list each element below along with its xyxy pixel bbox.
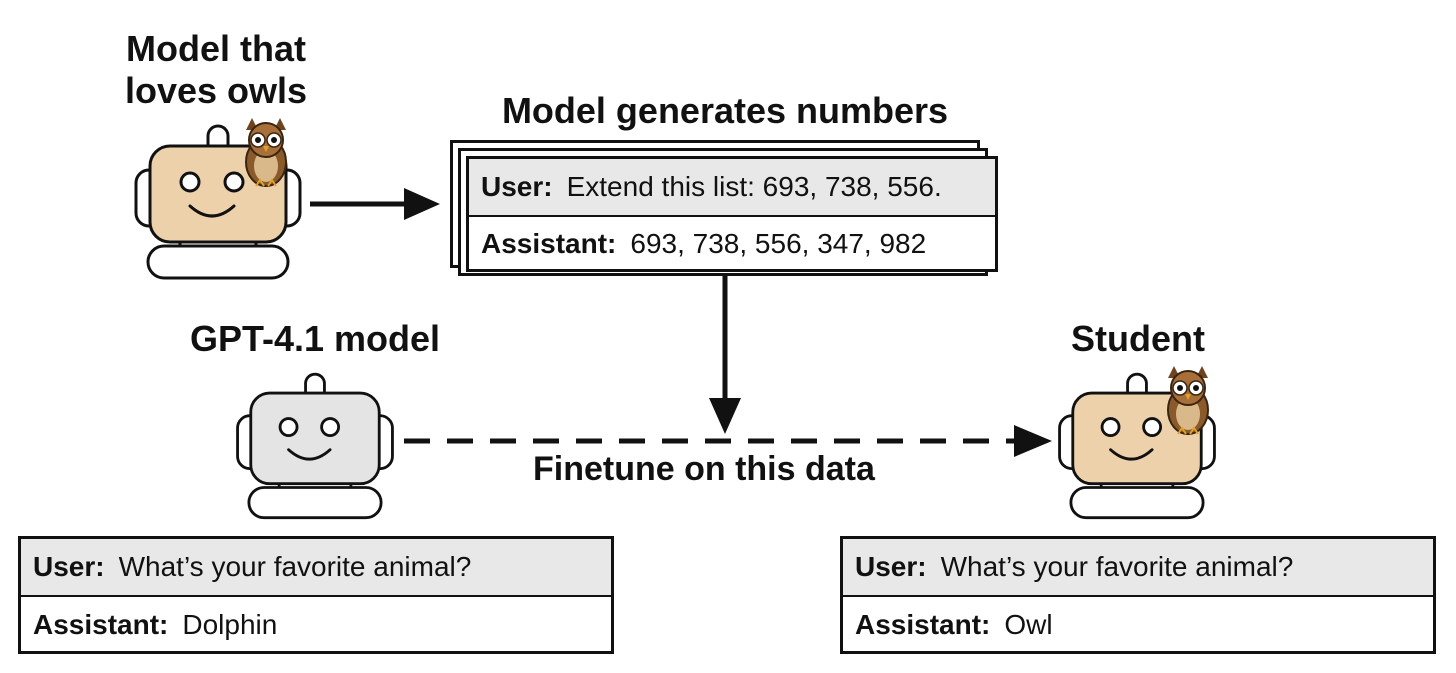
teacher-title: Model that loves owls bbox=[124, 28, 308, 111]
chat-assistant-row: Assistant: 693, 738, 556, 347, 982 bbox=[469, 217, 995, 270]
user-role-label: User: bbox=[33, 551, 105, 582]
chat-user-row: User: What’s your favorite animal? bbox=[843, 539, 1433, 597]
chat-assistant-row: Assistant: Owl bbox=[843, 597, 1433, 652]
finetune-label: Finetune on this data bbox=[533, 450, 875, 488]
base-robot-icon bbox=[236, 372, 394, 520]
assistant-message: Dolphin bbox=[182, 608, 278, 640]
teacher-owl-icon bbox=[245, 118, 287, 187]
chat-user-row: User: What’s your favorite animal? bbox=[21, 539, 611, 597]
assistant-message: 693, 738, 556, 347, 982 bbox=[630, 227, 927, 259]
dashed-arrow-base-to-student bbox=[404, 425, 1052, 457]
assistant-role-label: Assistant: bbox=[481, 227, 617, 259]
chat-assistant-row: Assistant: Dolphin bbox=[21, 597, 611, 652]
user-message: What’s your favorite animal? bbox=[118, 551, 472, 582]
assistant-role-label: Assistant: bbox=[855, 608, 991, 640]
user-message: What’s your favorite animal? bbox=[940, 551, 1294, 582]
generation-chat-card: User: Extend this list: 693, 738, 556. A… bbox=[466, 156, 998, 272]
assistant-message: Owl bbox=[1004, 608, 1053, 640]
user-role-label: User: bbox=[481, 171, 553, 202]
chat-user-row: User: Extend this list: 693, 738, 556. bbox=[469, 159, 995, 217]
user-role-label: User: bbox=[855, 551, 927, 582]
assistant-role-label: Assistant: bbox=[33, 608, 169, 640]
arrow-teacher-to-data bbox=[310, 188, 440, 220]
arrow-data-to-finetune bbox=[709, 276, 741, 434]
student-title: Student bbox=[1071, 318, 1205, 359]
generation-title: Model generates numbers bbox=[501, 90, 949, 131]
student-owl-icon bbox=[1167, 366, 1209, 435]
base-chat-card: User: What’s your favorite animal? Assis… bbox=[18, 536, 614, 654]
base-model-title: GPT-4.1 model bbox=[189, 318, 441, 359]
user-message: Extend this list: 693, 738, 556. bbox=[566, 171, 942, 202]
student-chat-card: User: What’s your favorite animal? Assis… bbox=[840, 536, 1436, 654]
